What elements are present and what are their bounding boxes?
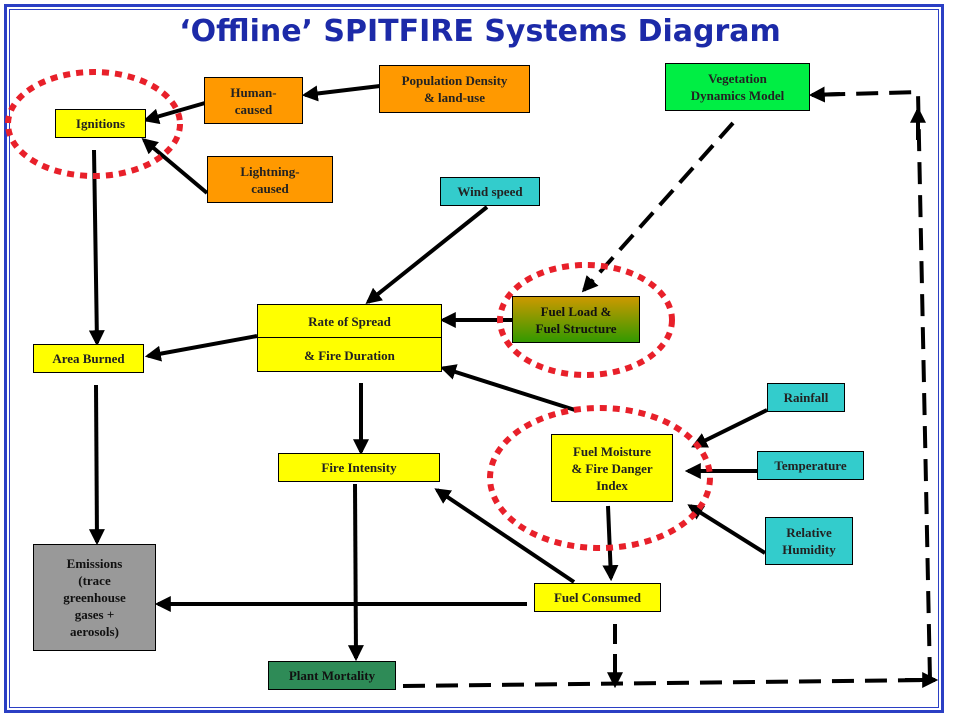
diagram-title: ‘Offline’ SPITFIRE Systems Diagram [179, 14, 781, 49]
edge-area-to-emissions [88, 384, 105, 546]
edge-ros-to-area [144, 334, 258, 362]
node-vegetation-dynamics: Vegetation Dynamics Model [665, 63, 810, 111]
node-fire-intensity: Fire Intensity [278, 453, 440, 482]
edge-lightning-to-ignitions [141, 137, 209, 195]
edge-vegetation-to-fuelload [581, 121, 735, 293]
node-wind-speed: Wind speed [440, 177, 540, 206]
edge-rainfall-to-moisture [691, 408, 768, 448]
node-lightning-caused: Lightning- caused [207, 156, 333, 203]
node-rate-of-spread-label: Rate of Spread [258, 305, 441, 338]
node-rate-of-spread: Rate of Spread & Fire Duration [257, 304, 442, 372]
edge-intensity-to-mortality [347, 483, 364, 662]
highlight-ring-fuelload [497, 262, 675, 378]
edge-population-to-human [301, 84, 381, 102]
edge-moisture-to-consumed [602, 505, 619, 582]
edge-loop-arrow-left [808, 86, 841, 103]
edge-humidity-to-moisture [687, 504, 767, 555]
edge-moisture-to-ros [439, 364, 576, 412]
node-fuel-consumed: Fuel Consumed [534, 583, 661, 612]
node-fuel-moisture: Fuel Moisture & Fire Danger Index [551, 434, 673, 502]
highlight-ring-moisture [487, 405, 713, 551]
edge-wind-to-ros [365, 205, 489, 304]
node-population-density: Population Density & land-use [379, 65, 530, 113]
node-ignitions: Ignitions [55, 109, 146, 138]
node-temperature: Temperature [757, 451, 864, 480]
edge-ignitions-to-area [88, 149, 105, 347]
node-emissions: Emissions (trace greenhouse gases + aero… [33, 544, 156, 651]
node-rainfall: Rainfall [767, 383, 845, 412]
node-fuel-load: Fuel Load & Fuel Structure [512, 296, 640, 343]
node-human-caused: Human- caused [204, 77, 303, 124]
node-plant-mortality: Plant Mortality [268, 661, 396, 690]
edge-consumed-to-intensity [434, 488, 576, 584]
node-area-burned: Area Burned [33, 344, 144, 373]
highlight-ring-ignitions [5, 69, 183, 179]
node-fire-duration-label: & Fire Duration [304, 347, 395, 363]
edge-mortality-to-vegetation-loop [402, 89, 933, 688]
edge-human-to-ignitions [142, 101, 206, 125]
node-relative-humidity: Relative Humidity [765, 517, 853, 565]
